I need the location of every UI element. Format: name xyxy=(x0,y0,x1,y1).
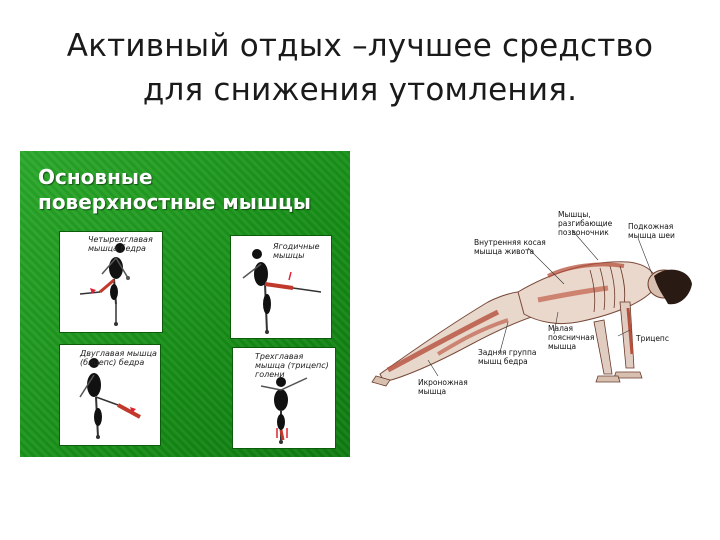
card-label: Четырехглавая мышца бедра xyxy=(88,235,153,253)
card-label: Ягодичные мышцы xyxy=(273,242,320,260)
muscle-body-illustration xyxy=(371,229,692,387)
label-line: Задняя группа xyxy=(478,348,537,357)
stick-figure-tiptoe xyxy=(260,377,308,444)
label-line: Мышцы, xyxy=(558,210,591,219)
card-gluteus: Ягодичные мышцы xyxy=(230,235,332,339)
title-line-1: Активный отдых –лучшее средство xyxy=(66,28,654,64)
label-line: позвоночник xyxy=(558,228,609,237)
label-hamstrings: Задняя группа мышц бедра xyxy=(478,348,536,366)
label-line: мышц бедра xyxy=(478,357,528,366)
label-line: Внутренняя косая xyxy=(474,238,546,247)
card-label-line: мышцы xyxy=(273,251,305,260)
slide-title: Активный отдых –лучшее средство для сниж… xyxy=(40,24,680,112)
card-hamstrings: Двуглавая мышца (бицепс) бедра xyxy=(59,344,161,446)
label-line: мышца живота xyxy=(474,247,535,256)
card-label-line: голени xyxy=(255,370,285,379)
card-label: Двуглавая мышца (бицепс) бедра xyxy=(80,349,157,367)
card-label-line: Четырехглавая xyxy=(88,235,153,244)
surface-muscles-figure: Основные поверхностные мышцы Четырехглав… xyxy=(20,151,350,457)
panel-heading-line-1: Основные xyxy=(38,165,153,189)
card-label-line: Трехглавая xyxy=(255,352,304,361)
card-quadriceps: Четырехглавая мышца бедра xyxy=(59,231,163,333)
card-label-line: мышца (трицепс) xyxy=(255,361,329,370)
label-line: поясничная xyxy=(548,333,595,342)
stick-figure-kick-forward xyxy=(79,243,130,326)
stick-figure-leg-back xyxy=(242,249,322,334)
label-line: разгибающие xyxy=(558,219,613,228)
panel-heading-line-2: поверхностные мышцы xyxy=(38,190,312,214)
card-label-line: мышца бедра xyxy=(88,244,146,253)
title-line-2: для снижения утомления. xyxy=(142,72,578,108)
anatomy-figure: Мышцы, разгибающие позвоночник Подкожная… xyxy=(368,204,708,414)
label-psoas-minor: Малая поясничная мышца xyxy=(548,324,594,351)
card-label-line: Ягодичные xyxy=(273,242,320,251)
label-line: мышца xyxy=(548,342,577,351)
card-label-line: (бицепс) бедра xyxy=(80,358,145,367)
card-calf: Трехглавая мышца (трицепс) голени xyxy=(232,347,336,449)
label-triceps: Трицепс xyxy=(636,334,669,343)
label-line: мышца шеи xyxy=(628,231,675,240)
label-internal-oblique: Внутренняя косая мышца живота xyxy=(474,238,546,256)
panel-heading: Основные поверхностные мышцы xyxy=(38,165,311,215)
label-spine-extensors: Мышцы, разгибающие позвоночник xyxy=(558,210,612,237)
label-calf-muscle: Икроножная мышца xyxy=(418,378,468,396)
label-line: Подкожная xyxy=(628,222,674,231)
label-line: Икроножная xyxy=(418,378,468,387)
label-line: мышца xyxy=(418,387,447,396)
stick-figure-knee-bend xyxy=(79,358,141,439)
label-neck-muscle: Подкожная мышца шеи xyxy=(628,222,675,240)
label-line: Малая xyxy=(548,324,573,333)
card-label: Трехглавая мышца (трицепс) голени xyxy=(255,352,329,379)
card-label-line: Двуглавая мышца xyxy=(80,349,157,358)
